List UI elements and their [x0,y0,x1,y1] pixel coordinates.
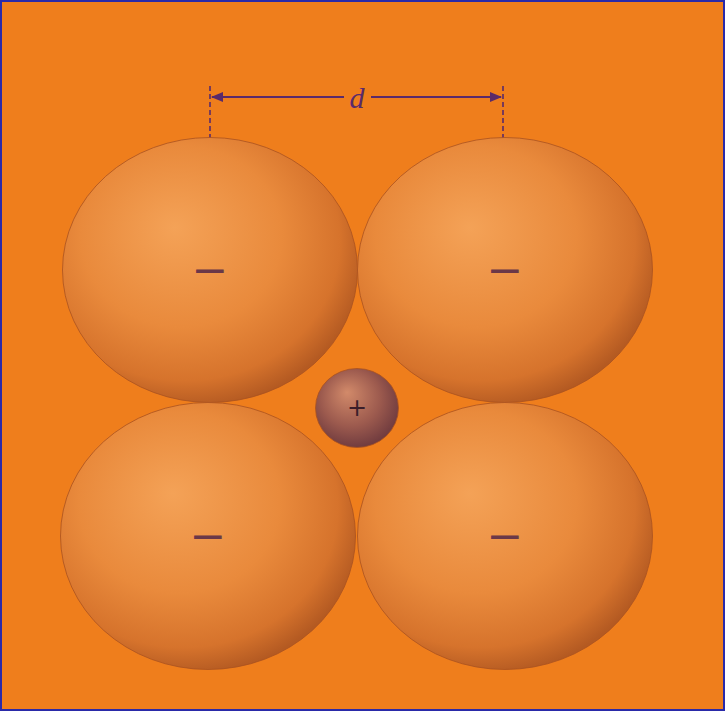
anion-sphere: − [357,402,653,670]
sphere-body [316,369,399,448]
dimension-label: d [344,81,371,114]
anion-sphere: − [62,137,358,403]
charge-sign: − [190,514,227,558]
charge-sign: + [347,396,367,420]
sphere-body [63,138,358,403]
anion-sphere: − [60,402,356,670]
anion-sphere: − [357,137,653,403]
charge-sign: − [487,248,524,292]
sphere-body [358,403,653,670]
sphere-body [358,138,653,403]
sphere-body [61,403,356,670]
charge-sign: − [487,514,524,558]
cation-sphere: + [315,368,399,448]
charge-sign: − [192,248,229,292]
